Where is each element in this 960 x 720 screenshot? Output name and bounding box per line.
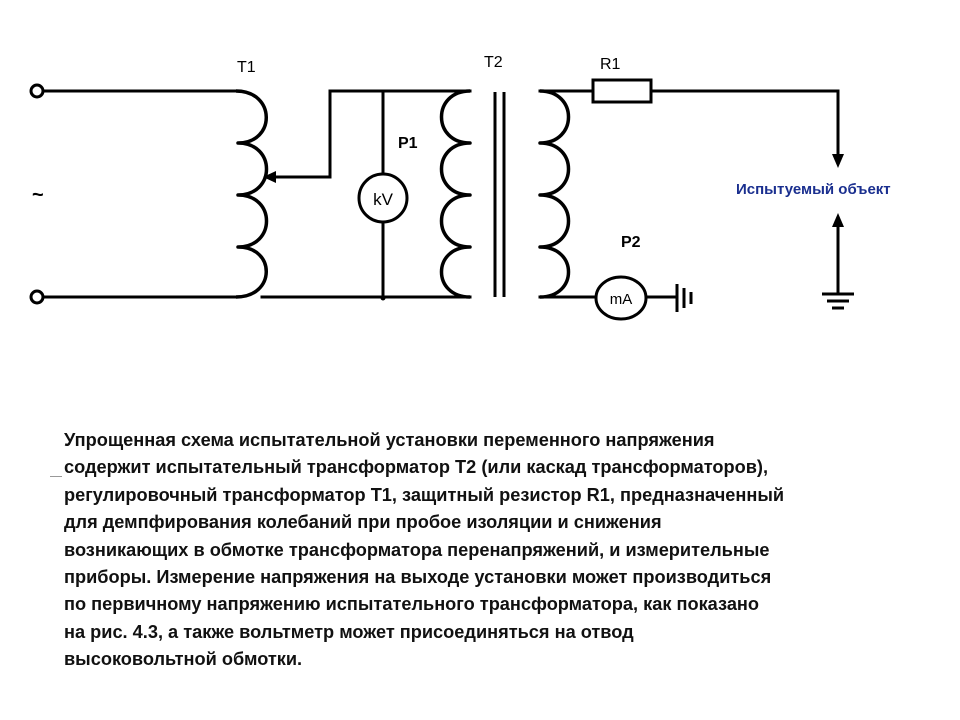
input-terminal-bottom [29,289,45,305]
junction-p1 [380,295,386,301]
p2-unit: mA [610,291,633,308]
r1-resistor [591,78,653,104]
p1-unit: kV [373,190,394,209]
t2-primary-winding [439,89,472,299]
description-line: Упрощенная схема испытательной установки… [64,430,715,450]
wire-to-test-object [649,89,840,158]
wire-to-t2-primary-top [328,89,472,179]
description-line: на рис. 4.3, а также вольтметр может при… [64,621,634,642]
t2-label: T2 [484,54,503,71]
t1-slider-arrow [263,171,276,183]
description-line: высоковольтной обмотки. [64,649,303,670]
p1-label: P1 [398,135,418,152]
p1-voltmeter [357,172,409,224]
description-line: содержит испытательный трансформатор Т2 … [64,457,769,478]
circuit-diagram: ~ T1 kV P1 T2 R1 Испытуемый объект mA P2 [29,54,891,321]
p2-label: P2 [621,234,641,251]
description-line: по первичному напряжению испытательного … [64,594,760,615]
electrode-top-arrow [832,154,844,168]
description-line: приборы. Измерение напряжения на выходе … [64,567,772,588]
r1-label: R1 [600,56,621,73]
description-line: возникающих в обмотке трансформатора пер… [64,539,770,560]
description-line: регулировочный трансформатор Т1, защитны… [64,484,785,505]
t1-winding [235,89,269,299]
stray-mark [50,476,62,477]
test-object-label: Испытуемый объект [736,181,891,198]
description-text: Упрощенная схема испытательной установки… [64,427,894,674]
t2-secondary-winding [538,89,571,299]
ac-source-symbol: ~ [32,184,44,206]
electrode-bottom-arrow [832,213,844,227]
t1-label: T1 [237,59,256,76]
description-line: для демпфирования колебаний при пробое и… [64,512,662,533]
input-terminal-top [29,83,45,99]
